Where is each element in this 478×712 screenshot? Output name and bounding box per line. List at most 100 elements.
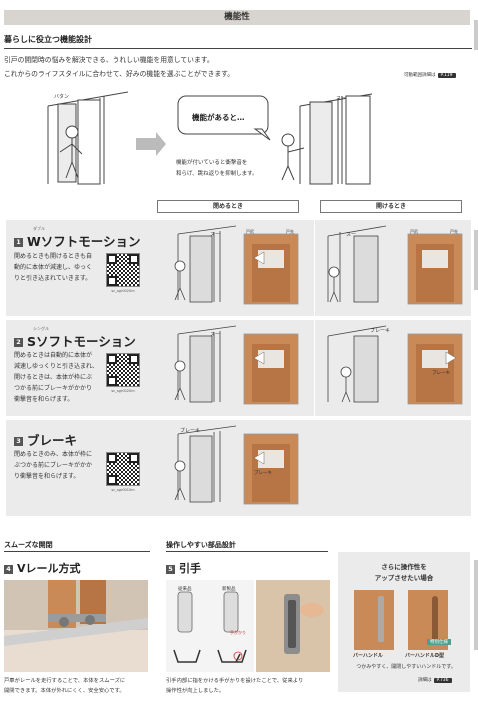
sound-label: ブレーキ — [180, 427, 200, 434]
intro-ref-label: 可動範囲詳細は — [404, 73, 436, 78]
feature-2-desc-line: 衝撃音を和らげます。 — [14, 396, 74, 403]
rail-section-title: スムーズな開閉 — [4, 541, 53, 549]
handle-desc-line: 操作性が向上しました。 — [166, 688, 225, 694]
feature-2-num: 2 — [14, 338, 23, 347]
feature-2-desc: 閉めるときは自動的に本体が 減速しゆっくりと引き込まれ、 開けるときは、本体が枠… — [14, 350, 104, 405]
handle-section-title: 操作しやすい部品設計 — [166, 541, 236, 549]
feature-2-desc-line: 開けるときは、本体が枠にぶ — [14, 374, 93, 381]
sound-label: スー — [210, 232, 220, 238]
speech-bubble — [177, 95, 269, 135]
photo-label: ブレーキ — [254, 469, 272, 476]
handle-old-label: 従来品 — [178, 587, 192, 592]
qr-pattern-2 — [107, 354, 139, 386]
option-desc: つかみやすく、開閉しやすいハンドルです。 — [356, 664, 456, 670]
photo-label: 戸尻 — [410, 229, 418, 234]
feature-1-title: 1 Wソフトモーション — [14, 231, 141, 250]
intro-line-1: 引戸の開閉時の悩みを解決できる、うれしい機能を用意しています。 — [4, 56, 214, 64]
feature-panel-1 — [6, 220, 471, 316]
handle-illustration — [166, 580, 330, 672]
photo-label: ブレーキ — [432, 369, 450, 376]
handle-desc: 引手内部に指をかける手がかりを設けたことで、従来より 操作性が向上しました。 — [166, 676, 336, 696]
option-ref-page[interactable]: P.736 — [433, 678, 452, 683]
handle-num: 5 — [166, 564, 175, 574]
feature-panel-2 — [6, 320, 471, 416]
arrow-icon — [136, 132, 166, 156]
rail-photo — [4, 580, 148, 672]
intro-ref-page[interactable]: P.119 — [437, 73, 456, 78]
rail-desc-line: 開閉できます。本体が外れにくく、安全安心です。 — [4, 688, 125, 694]
rail-num: 4 — [4, 564, 13, 574]
feature-3-title-text: ブレーキ — [27, 433, 78, 448]
feature-1-ruby: ダブル — [33, 226, 45, 231]
feature-3-title: 3 ブレーキ — [14, 430, 77, 449]
rail-desc-line: 戸車がレールを走行することで、本体をスムーズに — [4, 678, 126, 684]
feature-illustrations: スー 戸尻 戸先 スー 戸尻 戸先 スー ブレーキ ブレーキ — [174, 225, 463, 505]
feature-1-desc-line: りと引き込まれていきます。 — [14, 275, 92, 282]
intro-line-2: これからのライフスタイルに合わせて、好みの機能を選ぶことができます。 — [4, 70, 235, 78]
feature-3-desc-line: 閉めるときのみ、本体が枠に — [14, 451, 93, 458]
rail-desc: 戸車がレールを走行することで、本体をスムーズに 開閉できます。本体が外れにくく、… — [4, 676, 154, 696]
edge-mark — [474, 20, 478, 50]
edge-mark — [474, 230, 478, 290]
option-label-1: バーハンドル — [353, 653, 383, 659]
handle-desc-line: 引手内部に指をかける手がかりを設けたことで、従来より — [166, 678, 304, 684]
sound-left: バタン — [54, 93, 69, 100]
rail-rule — [4, 551, 150, 552]
column-opening: 開けるとき — [320, 200, 462, 213]
feature-1-title-text: Wソフトモーション — [27, 234, 141, 249]
rail-title: 4 Vレール方式 — [4, 560, 81, 576]
edge-mark — [474, 560, 478, 650]
option-ref-label: 詳細は — [418, 678, 432, 683]
qr-pattern-3 — [107, 453, 139, 485]
handle-title: 5 引手 — [166, 560, 201, 576]
feature-3-num: 3 — [14, 437, 23, 446]
sound-right: スー — [336, 96, 346, 102]
qr-caption-2: sc_sgr0020m — [111, 389, 135, 393]
panel-divider — [314, 220, 315, 416]
feature-1-desc: 開めるときも開けるときも自 動的に本体が減速し、ゆっく りと引き込まれていきます… — [14, 251, 104, 284]
handle-rule — [166, 551, 328, 552]
feature-3-desc: 閉めるときのみ、本体が枠に ぶつかる前にブレーキがかか り衝撃音を和らげます。 — [14, 449, 104, 482]
option-label-2: バーハンドルD型 — [405, 653, 445, 659]
qr-caption-3: sc_sgr0010m — [111, 488, 135, 492]
caption-line-1: 機能が付いていると衝撃音を — [176, 158, 247, 166]
intro-illustration: バタン 機能があると… 機能が付いていると衝撃音を 和らげ、跳ね返りを抑制します… — [47, 91, 373, 185]
handle-finger-label: 手がかり — [230, 630, 246, 635]
qr-pattern-1 — [107, 254, 139, 286]
feature-2-desc-line: 閉めるときは自動的に本体が — [14, 352, 93, 359]
feature-1-num: 1 — [14, 238, 23, 247]
sound-label: スー — [346, 232, 356, 238]
feature-2-desc-line: つかる前にブレーキがかかり — [14, 385, 93, 392]
feature-2-title-text: Sソフトモーション — [27, 334, 136, 349]
feature-1-desc-line: 動的に本体が減速し、ゆっく — [14, 264, 93, 271]
sound-label: スー — [210, 332, 220, 338]
feature-2-ruby: シングル — [33, 326, 49, 331]
feature-3-desc-line: ぶつかる前にブレーキがかか — [14, 462, 93, 469]
handle-title-text: 引手 — [179, 562, 201, 575]
photo-label: 戸先 — [286, 228, 294, 234]
photo-label: 戸尻 — [246, 229, 254, 234]
photo-label: 戸先 — [450, 228, 458, 234]
intro-heading: 暮らしに役立つ機能設計 — [4, 35, 92, 44]
intro-rule — [4, 48, 472, 49]
option-photos — [354, 590, 448, 650]
feature-2-desc-line: 減速しゆっくりと引き込まれ、 — [14, 363, 99, 370]
feature-2-title: 2 Sソフトモーション — [14, 331, 136, 350]
qr-caption-1: sc_sgr0020m — [111, 289, 135, 293]
handle-new-label: 新製品 — [222, 587, 236, 592]
option-title: さらに操作性を アップさせたい場合 — [338, 562, 470, 584]
feature-panel-3 — [6, 420, 471, 516]
feature-3-desc-line: り衝撃音を和らげます。 — [14, 473, 80, 480]
rail-title-text: Vレール方式 — [17, 562, 81, 575]
sound-label: ブレーキ — [370, 327, 390, 334]
caption-line-2: 和らげ、跳ね返りを抑制します。 — [176, 169, 258, 177]
bubble-text: 機能があると… — [192, 112, 245, 122]
special-spec-tag: 特別仕様 — [427, 639, 451, 645]
feature-1-desc-line: 開めるときも開けるときも自 — [14, 253, 93, 260]
option-title-line: アップさせたい場合 — [374, 574, 434, 582]
section-banner: 機能性 — [4, 10, 470, 25]
option-title-line: さらに操作性を — [381, 563, 427, 571]
column-closing: 閉めるとき — [157, 200, 299, 213]
